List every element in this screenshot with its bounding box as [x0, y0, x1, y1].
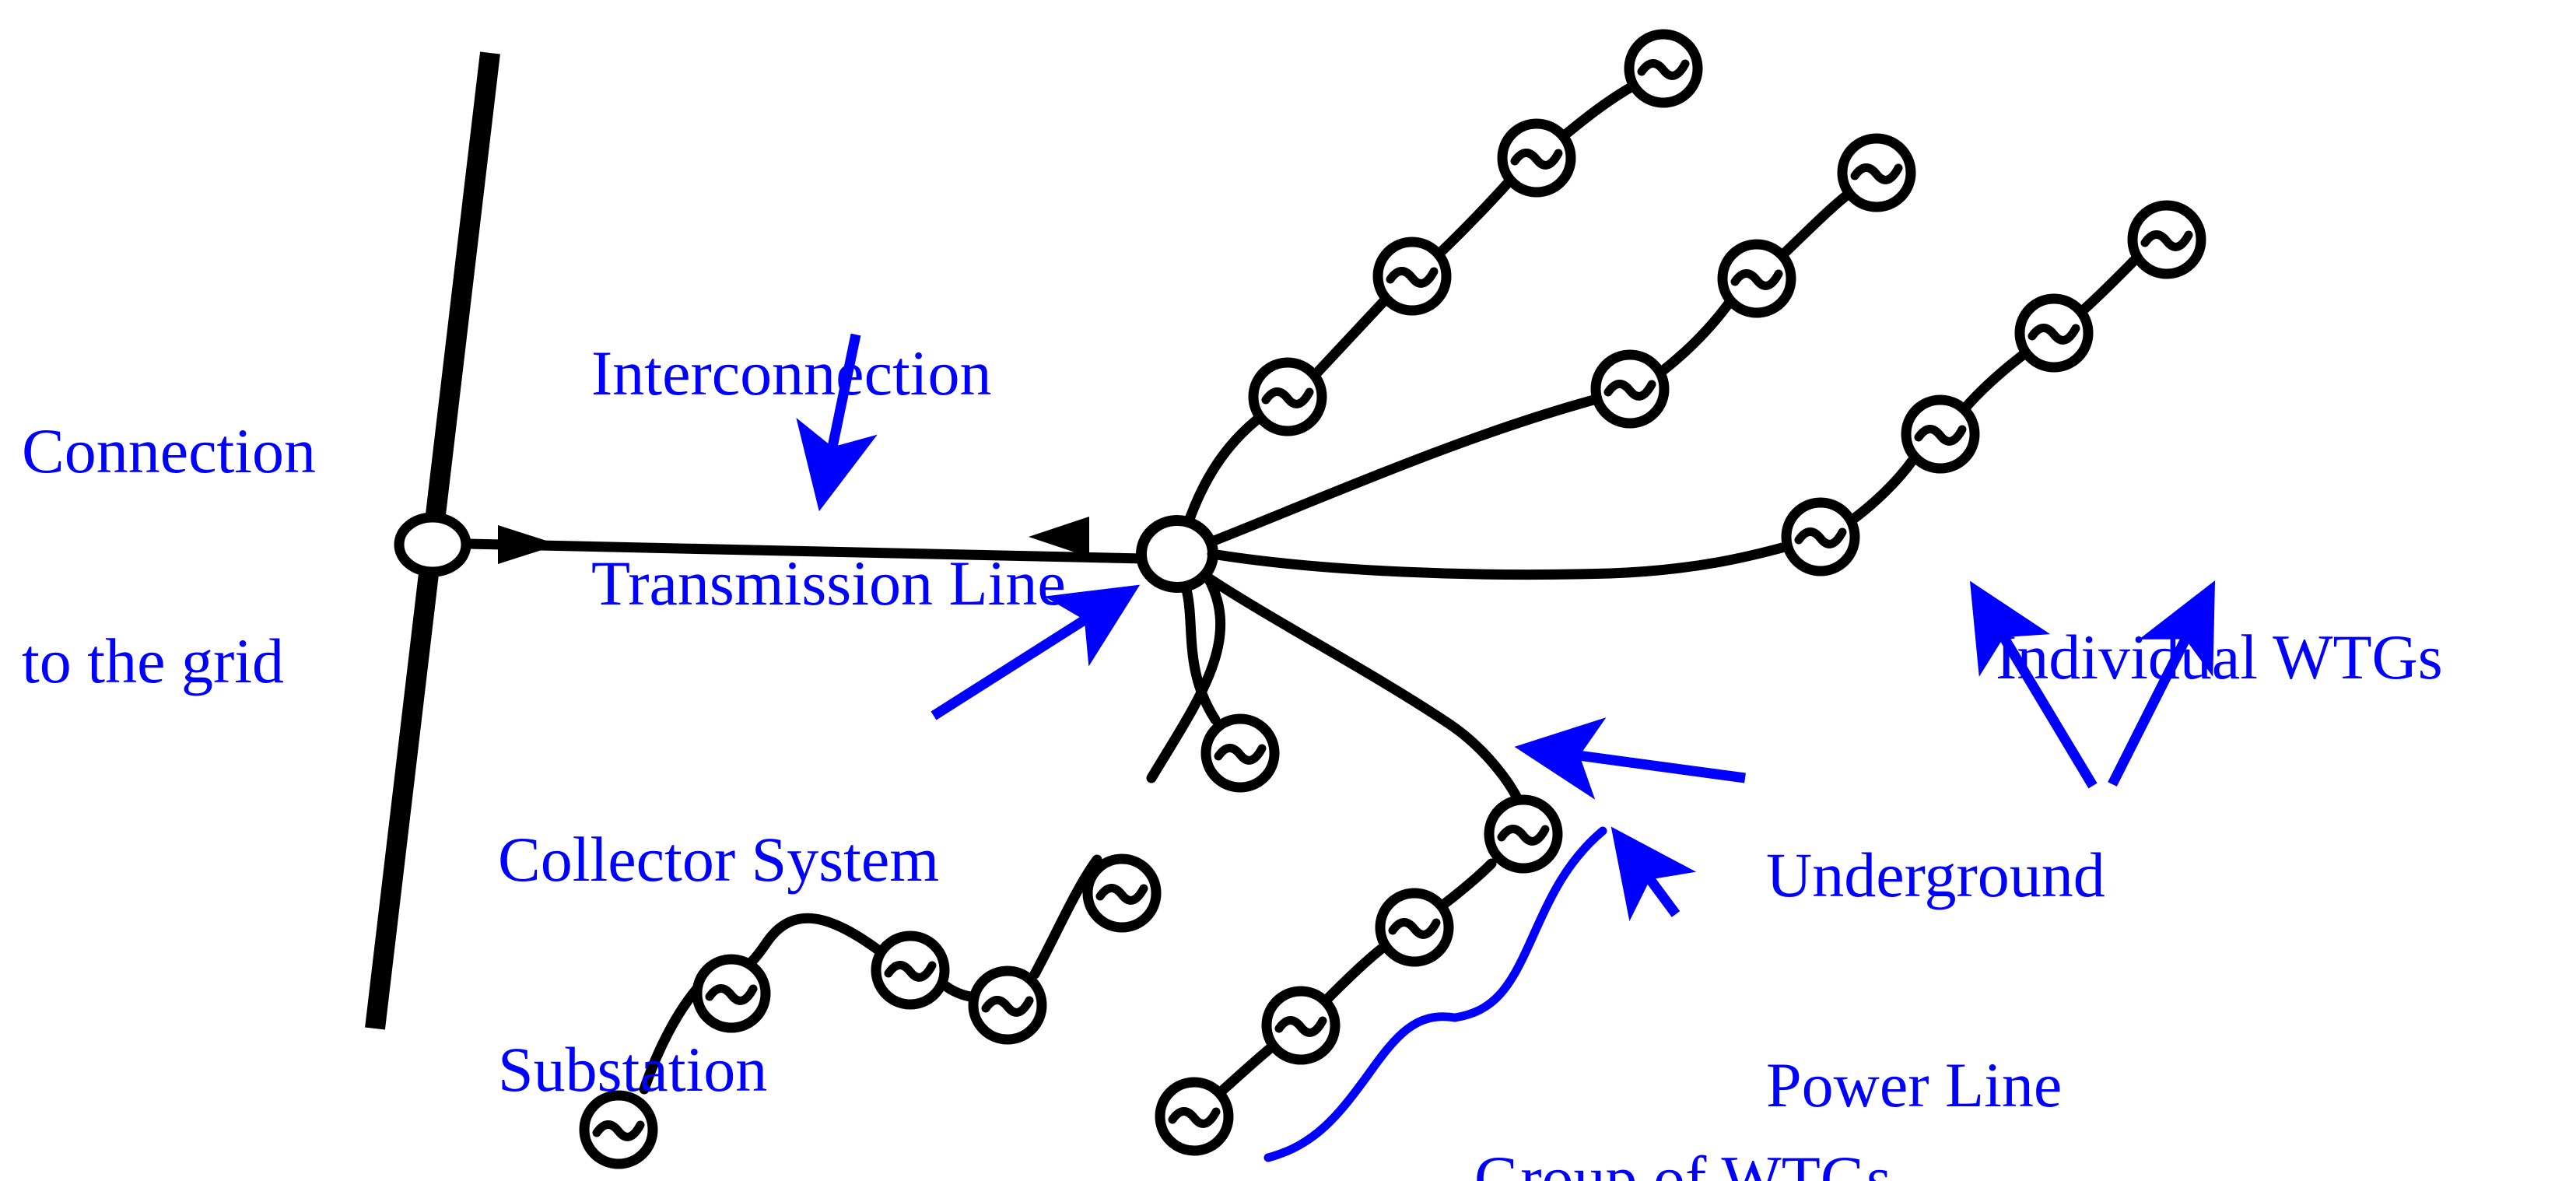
label-underground-line1: Underground — [1766, 839, 2105, 910]
wtg-tilde-glyphs — [592, 59, 2193, 1141]
label-group-of-wtgs: Group of WTGs — [1474, 1004, 1891, 1181]
arrow-underground-power-line-2 — [1610, 826, 1697, 922]
arrow-individual-wtg-2 — [2108, 580, 2216, 787]
annotation-arrows — [796, 333, 2216, 922]
label-interconnection-line1: Interconnection — [591, 338, 992, 408]
label-individual-wtgs: Individual WTGs — [1996, 482, 2443, 832]
label-interconnection-line2: Transmission Line — [591, 548, 1066, 619]
arrow-individual-wtg-1 — [1969, 580, 2098, 789]
label-connection-to-grid-line1: Connection — [22, 415, 317, 486]
feeder-branch-6 — [1202, 572, 1524, 1102]
label-underground-power-line: Underground Power Line — [1766, 700, 2105, 1181]
feeder-branch-2 — [1207, 189, 1853, 547]
label-interconnection-transmission-line: Interconnection Transmission Line — [591, 198, 1066, 759]
label-connection-to-grid: Connection to the grid — [22, 276, 316, 836]
label-connection-to-grid-line2: to the grid — [22, 626, 285, 696]
feeder-branch-3 — [1207, 251, 2143, 580]
label-collector-system-substation: Collector System Substation — [498, 685, 939, 1181]
label-group-of-wtgs-line1: Group of WTGs — [1474, 1143, 1891, 1181]
arrow-collector-substation — [931, 584, 1141, 720]
label-collector-line1: Collector System — [498, 824, 940, 895]
feeder-branch-1 — [1183, 80, 1639, 527]
feeder-branch-4 — [1180, 581, 1221, 725]
arrow-transmission-line — [796, 333, 878, 512]
label-collector-line2: Substation — [498, 1034, 768, 1105]
interconnection-transmission-line — [461, 517, 1149, 564]
label-underground-line2: Power Line — [1766, 1050, 2063, 1120]
label-individual-wtgs-line1: Individual WTGs — [1996, 622, 2443, 692]
arrow-underground-power-line — [1514, 717, 1746, 800]
group-of-wtgs-brace — [1263, 826, 1607, 1162]
